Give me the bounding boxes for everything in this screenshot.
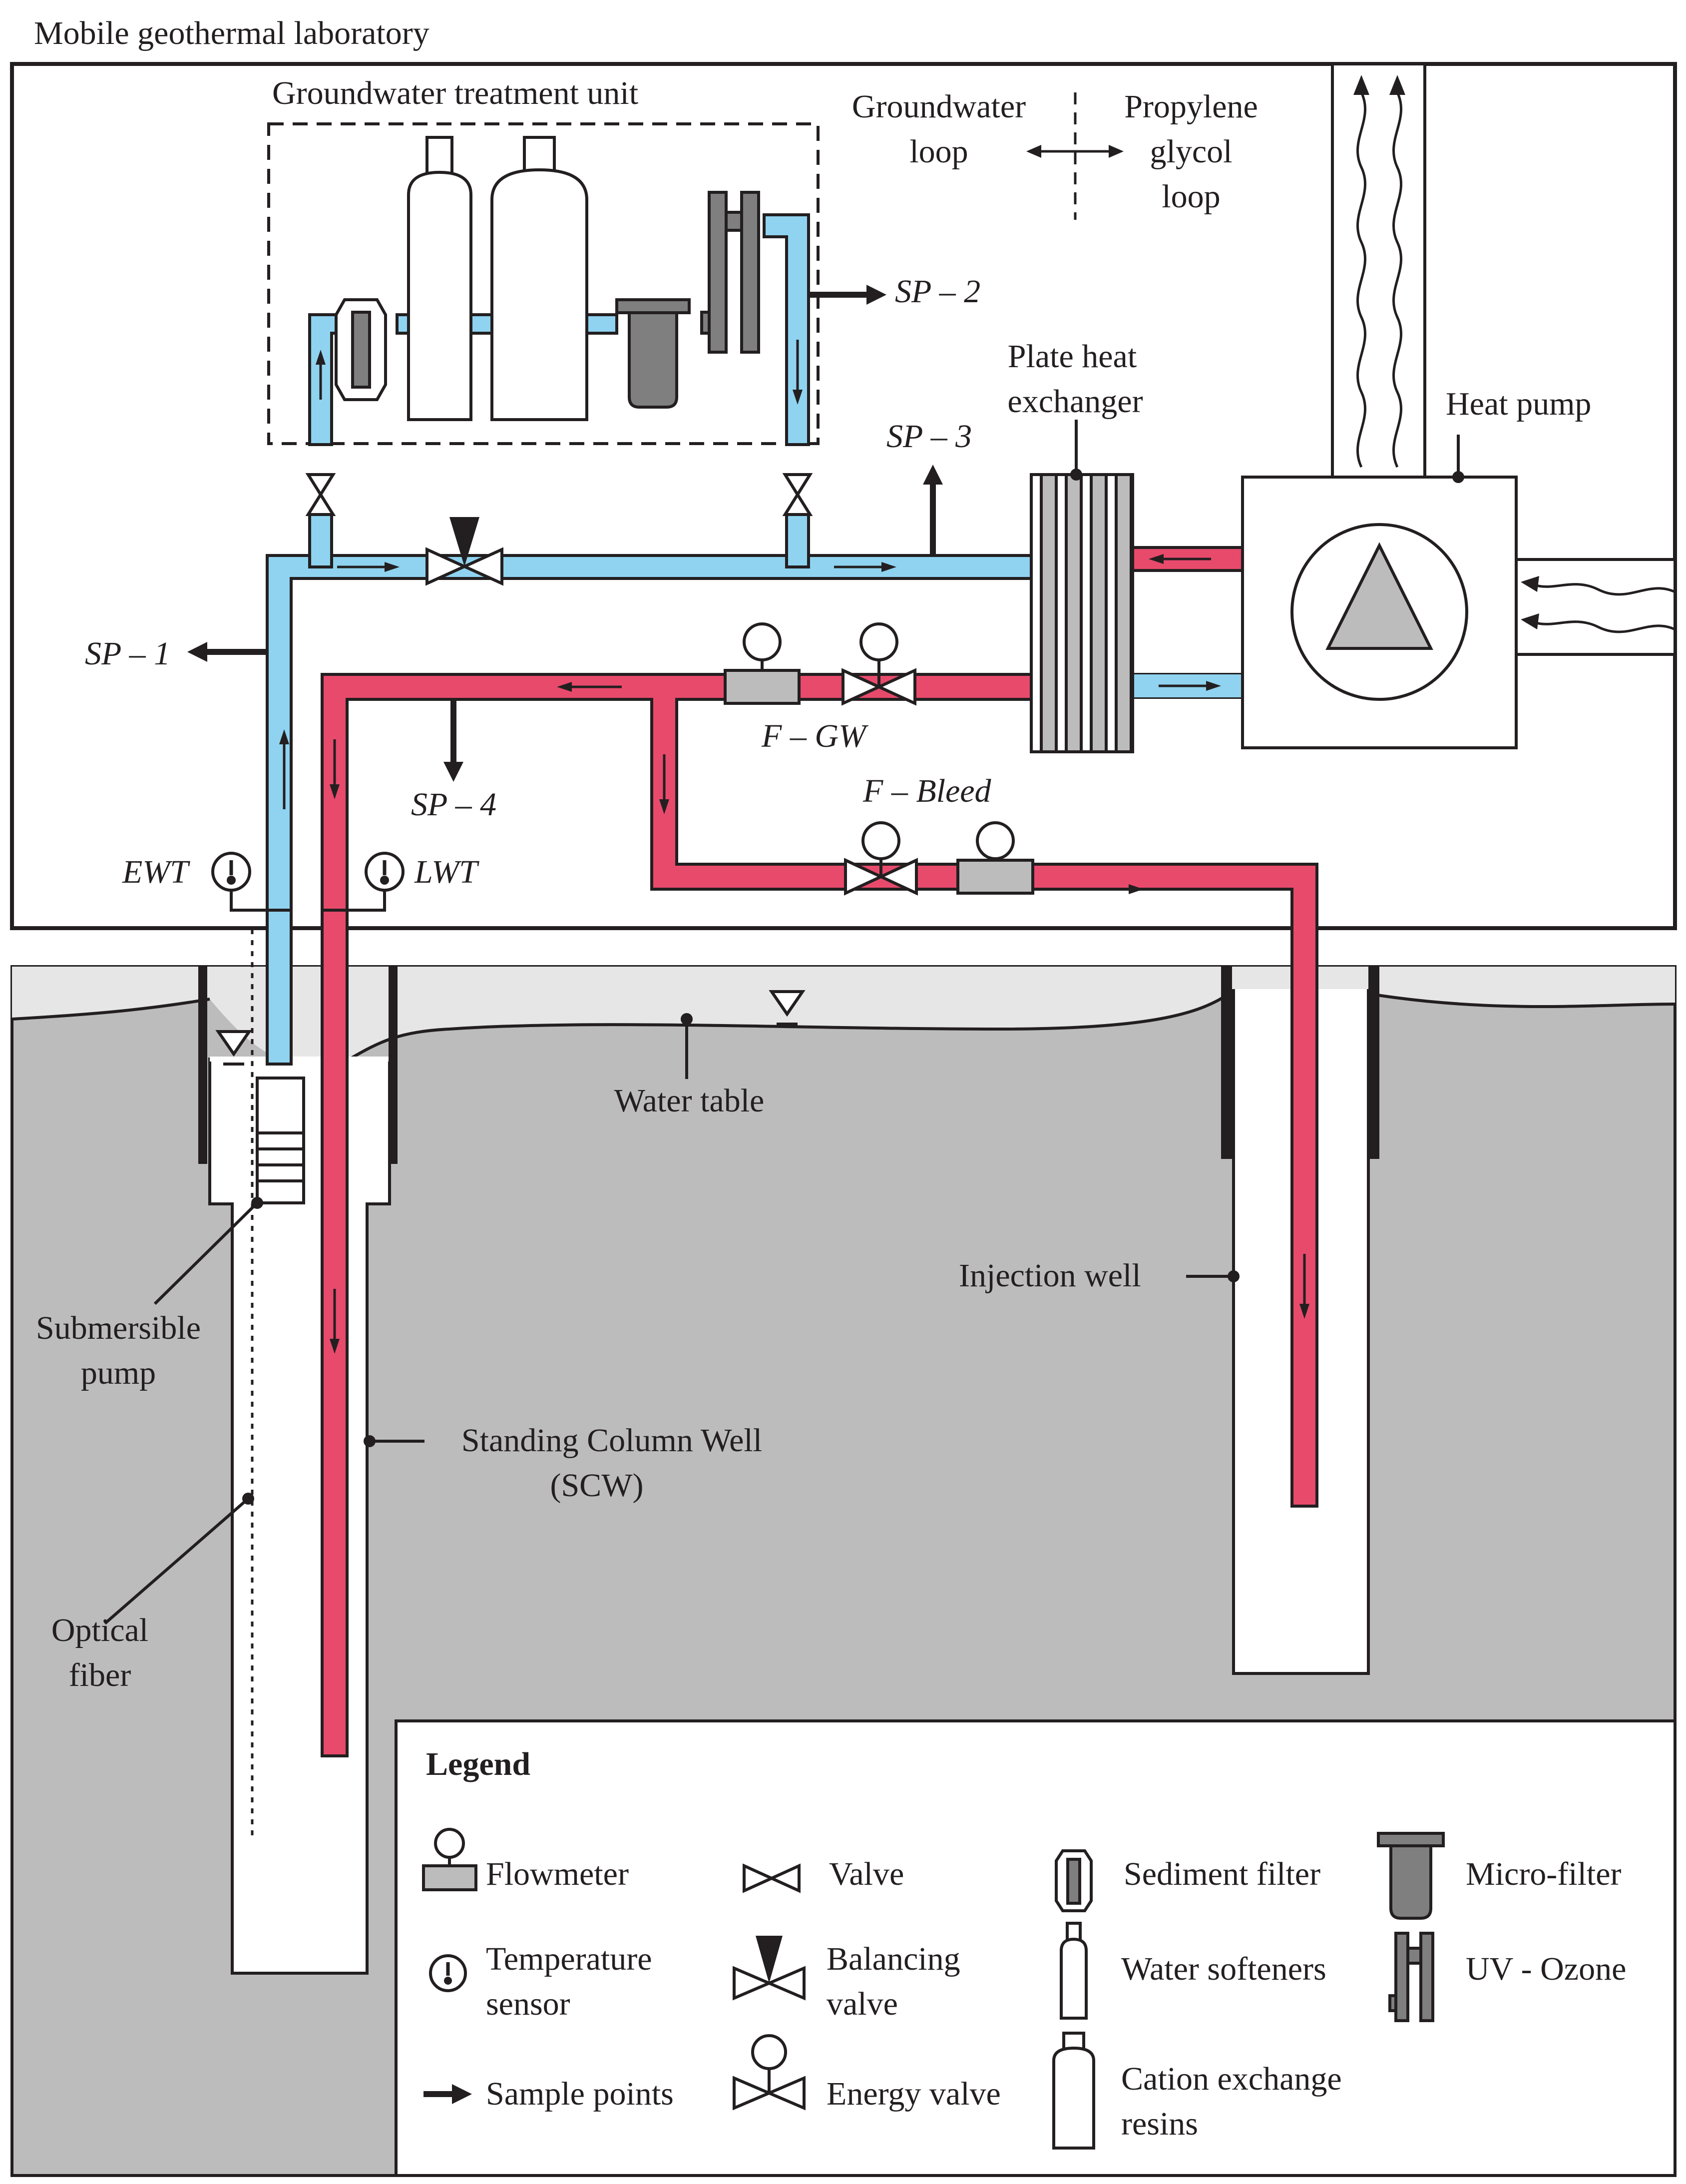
legend-flowmeter-label: Flowmeter xyxy=(486,1856,629,1892)
pg-loop-label-3: loop xyxy=(1162,178,1220,215)
legend-cation-label-2: resins xyxy=(1121,2106,1198,2142)
flowmeter-fgw xyxy=(724,622,801,705)
flow-arrows xyxy=(279,340,1309,1354)
valve-treatment-out xyxy=(782,473,813,516)
sp3-label: SP – 3 xyxy=(886,418,972,455)
water-softener xyxy=(407,136,472,421)
legend-valve-label: Valve xyxy=(829,1856,904,1892)
legend-sample-label: Sample points xyxy=(486,2076,674,2112)
submersible-pump-label-1: Submersible xyxy=(36,1310,201,1346)
temperature-sensor-ewt xyxy=(211,852,291,912)
legend-balancing-valve-icon xyxy=(733,1936,806,2001)
legend-balancing-label-2: valve xyxy=(827,1986,898,2022)
legend-sediment-filter-icon xyxy=(1055,1849,1093,1912)
legend-energy-valve-icon xyxy=(733,2034,806,2111)
legend-sample-arrow-icon xyxy=(423,2084,472,2104)
intake-duct xyxy=(1515,558,1677,656)
pg-loop-label-1: Propylene xyxy=(1124,88,1258,125)
legend-temperature-label-2: sensor xyxy=(486,1986,570,2022)
pg-loop-label-2: glycol xyxy=(1150,133,1233,170)
gw-loop-label-1: Groundwater xyxy=(852,88,1026,125)
gw-loop-label-2: loop xyxy=(909,133,968,170)
uv-ozone xyxy=(700,191,760,354)
plate-heat-exchanger xyxy=(1030,420,1134,753)
legend-softener-label: Water softeners xyxy=(1121,1951,1326,1987)
legend-temperature-icon xyxy=(429,1954,467,1992)
water-table-label: Water table xyxy=(614,1083,765,1119)
cation-exchange-resin xyxy=(490,136,588,421)
balancing-valve xyxy=(425,517,503,586)
legend: Legend Flowmeter Temperature sensor Samp… xyxy=(395,1719,1677,2177)
leader-lines xyxy=(104,1019,1240,1625)
sp4-label: SP – 4 xyxy=(411,786,496,823)
legend-balancing-label-1: Balancing xyxy=(827,1941,960,1977)
legend-microfilter-label: Micro-filter xyxy=(1466,1856,1622,1892)
sample-point-arrows xyxy=(187,285,943,782)
ewt-label: EWT xyxy=(122,854,190,890)
energy-valve-fgw xyxy=(842,622,916,706)
energy-valve-bleed xyxy=(844,821,918,896)
fbleed-label: F – Bleed xyxy=(862,773,992,809)
submersible-pump-label-2: pump xyxy=(81,1355,156,1391)
optical-fiber-label-1: Optical xyxy=(51,1612,148,1648)
sp2-label: SP – 2 xyxy=(895,273,980,310)
submersible-pump xyxy=(256,1077,305,1204)
legend-temperature-label-1: Temperature xyxy=(486,1941,652,1977)
temperature-sensor-lwt xyxy=(322,852,405,912)
treatment-unit-label: Groundwater treatment unit xyxy=(272,75,638,111)
legend-valve-icon xyxy=(743,1863,801,1893)
legend-title: Legend xyxy=(426,1746,530,1782)
injection-well-label: Injection well xyxy=(959,1257,1141,1294)
sediment-filter xyxy=(335,298,387,401)
fgw-label: F – GW xyxy=(761,718,868,754)
treatment-unit-box xyxy=(267,122,820,445)
phe-label-2: exchanger xyxy=(1007,383,1143,420)
scw-label-1: Standing Column Well xyxy=(461,1422,762,1459)
phe-label-1: Plate heat xyxy=(1008,338,1137,375)
sp1-label: SP – 1 xyxy=(85,635,170,672)
legend-sediment-label: Sediment filter xyxy=(1124,1856,1320,1892)
legend-uvozone-icon xyxy=(1388,1932,1434,2022)
legend-energy-label: Energy valve xyxy=(827,2076,1001,2112)
legend-microfilter-icon xyxy=(1377,1832,1445,1920)
heat-pump xyxy=(1241,435,1518,749)
exhaust-duct xyxy=(1331,62,1426,479)
loop-double-arrow xyxy=(1026,145,1124,158)
legend-uvozone-label: UV - Ozone xyxy=(1466,1951,1626,1987)
legend-softener-icon xyxy=(1060,1922,1088,2020)
legend-cation-icon xyxy=(1052,2032,1095,2150)
valve-treatment-in xyxy=(305,473,336,516)
scw-label-2: (SCW) xyxy=(550,1467,644,1504)
lwt-label: LWT xyxy=(414,854,479,890)
water-table-symbols xyxy=(215,990,806,1066)
micro-filter xyxy=(615,298,691,409)
flowmeter-bleed xyxy=(956,821,1034,895)
heat-pump-label: Heat pump xyxy=(1446,386,1591,422)
legend-cation-label-1: Cation exchange xyxy=(1121,2061,1342,2097)
optical-fiber-label-2: fiber xyxy=(69,1657,131,1693)
lab-title: Mobile geothermal laboratory xyxy=(34,15,429,51)
legend-flowmeter-icon xyxy=(422,1828,477,1891)
